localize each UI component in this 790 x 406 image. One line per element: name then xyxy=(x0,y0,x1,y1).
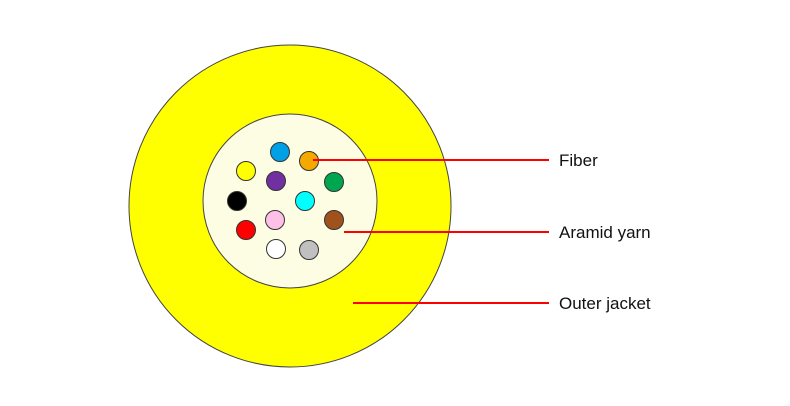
aramid-yarn-core xyxy=(202,113,378,289)
outer-jacket-label: Outer jacket xyxy=(559,294,651,313)
fiber-blue xyxy=(270,142,290,162)
fiber-green xyxy=(324,172,344,192)
fiber-slate xyxy=(299,240,319,260)
fiber-aqua xyxy=(295,191,315,211)
fiber-label: Fiber xyxy=(559,151,598,170)
aramid-yarn-label: Aramid yarn xyxy=(559,223,651,242)
fiber-white xyxy=(266,239,286,259)
fiber-bundle xyxy=(227,142,344,260)
fiber-red xyxy=(236,220,256,240)
fiber-rose xyxy=(265,210,285,230)
fiber-black xyxy=(227,191,247,211)
fiber-violet xyxy=(266,171,286,191)
fiber-yellow xyxy=(236,161,256,181)
fiber-brown xyxy=(324,210,344,230)
